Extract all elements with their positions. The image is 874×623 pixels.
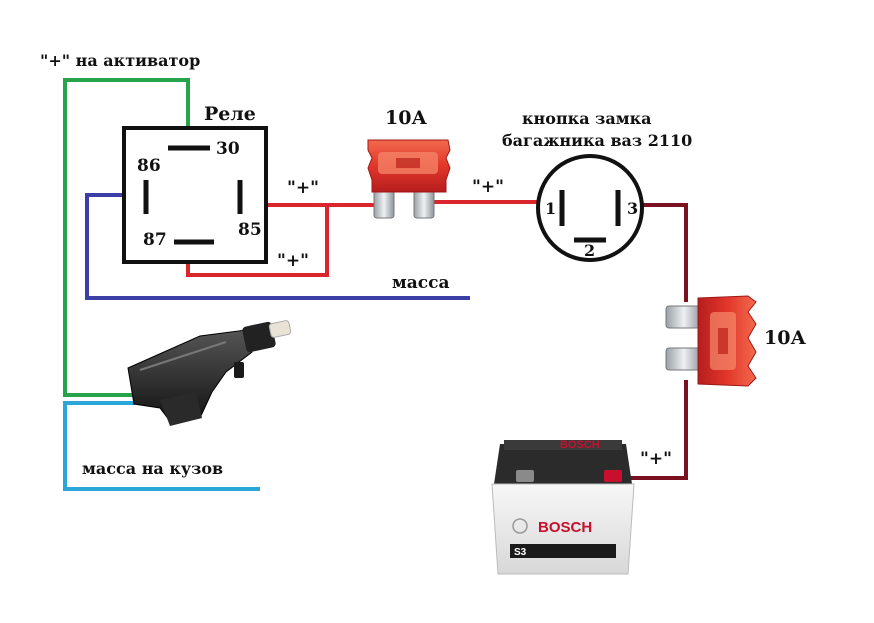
label-plus-to-actuator: "+" на активатор [40,51,200,70]
label-plus-mid: "+" [472,177,504,197]
door-lock-actuator [127,320,292,426]
fuse-top-element [396,158,420,168]
fuse-right-element [718,328,728,354]
wire-green-actuator-plus [63,78,190,397]
fuse-right-blade-bottom [665,347,703,371]
relay-pin-85-label: 85 [238,220,262,240]
actuator-rod [268,320,292,338]
wire-blue-ground [85,193,470,300]
battery-logo-circle [512,518,528,534]
wire-red-relay-87 [186,205,329,277]
actuator-body [127,329,253,425]
wire-darkred-fuse-battery [625,380,688,480]
trunk-button-pin-3-label: 3 [627,199,638,218]
relay: 30 86 87 85 [122,126,268,264]
fuse-top [367,139,451,219]
trunk-button: 1 3 2 [536,154,644,262]
label-fuse-right-rating: 10А [764,327,806,349]
fuse-right [665,295,757,387]
battery-brand-front: BOSCH [538,519,592,536]
label-plus-relay-right: "+" [287,178,319,198]
actuator-rod-housing [242,321,276,353]
battery-terminal-positive [604,470,622,482]
actuator-motor-housing [160,392,202,426]
trunk-button-body [536,154,644,262]
label-ground: масса [392,273,450,293]
labels: "+" на активатор Реле "+" "+" 10А "+" кн… [40,51,806,478]
relay-pin-87-label: 87 [143,230,167,250]
label-plus-relay-bottom: "+" [277,251,309,271]
battery: BOSCH BOSCH S3 [491,439,635,575]
battery-label-strip [510,544,616,558]
battery-brand-top: BOSCH [560,439,600,451]
actuator-mount-tab [234,362,244,378]
battery-lid-band [504,440,622,450]
wires [63,78,688,491]
wire-darkred-button-fuse [643,203,688,302]
wire-cyan-body-ground [63,401,260,491]
label-button-title-line1: кнопка замка [522,109,652,128]
label-fuse-top-rating: 10А [385,107,427,129]
relay-pin-30-label: 30 [216,139,240,159]
relay-pin-86-label: 86 [137,156,161,176]
label-relay-title: Реле [204,103,256,125]
label-plus-battery: "+" [640,449,672,469]
label-button-title-line2: багажника ваз 2110 [502,131,692,150]
trunk-button-pin-2-label: 2 [584,241,595,260]
actuator-highlight [139,341,227,371]
battery-terminal-negative [516,470,534,482]
fuse-right-blade-top [665,305,703,329]
battery-model: S3 [514,547,527,558]
label-ground-to-body: масса на кузов [82,459,223,478]
trunk-button-pin-1-label: 1 [545,199,556,218]
